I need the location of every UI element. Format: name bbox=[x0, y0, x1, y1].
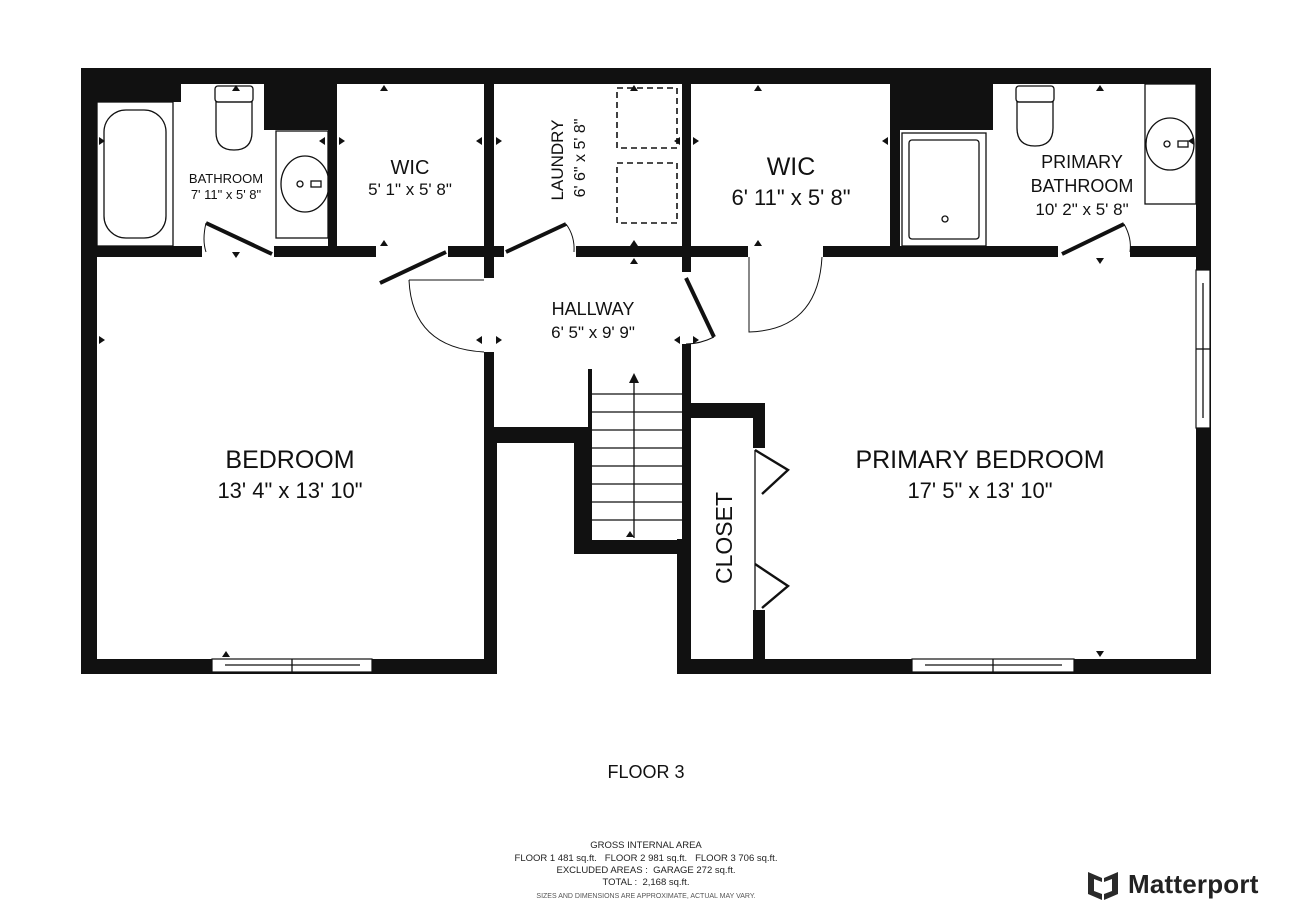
toilet-icon bbox=[1015, 85, 1055, 147]
gross-area-title: GROSS INTERNAL AREA bbox=[590, 840, 702, 851]
laundry-dims: 6' 6" x 5' 8" bbox=[572, 119, 589, 198]
excluded-area-line: EXCLUDED AREAS : GARAGE 272 sq.ft. bbox=[556, 865, 736, 876]
bedroom-label: BEDROOM bbox=[225, 446, 354, 474]
washer-icon bbox=[616, 87, 678, 149]
disclaimer: SIZES AND DIMENSIONS ARE APPROXIMATE, AC… bbox=[536, 893, 756, 900]
primary-bedroom-label: PRIMARY BEDROOM bbox=[855, 446, 1104, 474]
toilet-icon bbox=[214, 85, 254, 151]
bathroom-label: BATHROOM bbox=[189, 171, 263, 186]
primary-bathroom-label-2: BATHROOM bbox=[1031, 176, 1134, 196]
floors-area-line: FLOOR 1 481 sq.ft. FLOOR 2 981 sq.ft. FL… bbox=[514, 853, 778, 864]
dimension-markers bbox=[99, 85, 1194, 657]
bedroom-dims: 13' 4" x 13' 10" bbox=[217, 478, 362, 503]
wic-small-label: WIC bbox=[391, 157, 430, 179]
matterport-logo-icon bbox=[1088, 872, 1118, 900]
bedroom-area bbox=[97, 257, 484, 659]
hallway-dims: 6' 5" x 9' 9" bbox=[551, 323, 635, 342]
room-interiors bbox=[97, 84, 1196, 674]
laundry-area bbox=[494, 84, 682, 246]
hallway-area bbox=[494, 257, 682, 369]
primary-bedroom-area bbox=[691, 257, 1196, 403]
wic-small-area bbox=[337, 84, 484, 246]
primary-bathroom-dims: 10' 2" x 5' 8" bbox=[1035, 200, 1128, 219]
primary-bedroom-dims: 17' 5" x 13' 10" bbox=[907, 478, 1052, 503]
wic-large-label: WIC bbox=[767, 153, 816, 181]
room-labels: BATHROOM 7' 11" x 5' 8" WIC 5' 1" x 5' 8… bbox=[189, 119, 1133, 584]
hallway-label: HALLWAY bbox=[552, 299, 635, 319]
sink-icon bbox=[275, 130, 330, 239]
doors bbox=[202, 221, 1131, 610]
wic-large-dims: 6' 11" x 5' 8" bbox=[731, 185, 850, 210]
primary-bathroom-label-1: PRIMARY bbox=[1041, 152, 1123, 172]
closet-area bbox=[691, 418, 753, 659]
bathroom-dims: 7' 11" x 5' 8" bbox=[191, 187, 262, 202]
total-area-line: TOTAL : 2,168 sq.ft. bbox=[602, 877, 690, 888]
dryer-icon bbox=[616, 162, 678, 224]
laundry-label: LAUNDRY bbox=[548, 120, 567, 201]
windows bbox=[211, 269, 1211, 673]
stairs-icon bbox=[592, 373, 682, 538]
matterport-logo: Matterport bbox=[1086, 866, 1259, 902]
wic-small-dims: 5' 1" x 5' 8" bbox=[368, 180, 452, 199]
closet-label: CLOSET bbox=[711, 492, 737, 584]
brand-name: Matterport bbox=[1128, 868, 1259, 899]
shower-icon bbox=[901, 132, 987, 247]
fixtures bbox=[96, 83, 1197, 538]
floor-label: FLOOR 3 bbox=[607, 762, 684, 782]
wic-large-area bbox=[691, 84, 890, 246]
bathtub-icon bbox=[96, 101, 174, 247]
